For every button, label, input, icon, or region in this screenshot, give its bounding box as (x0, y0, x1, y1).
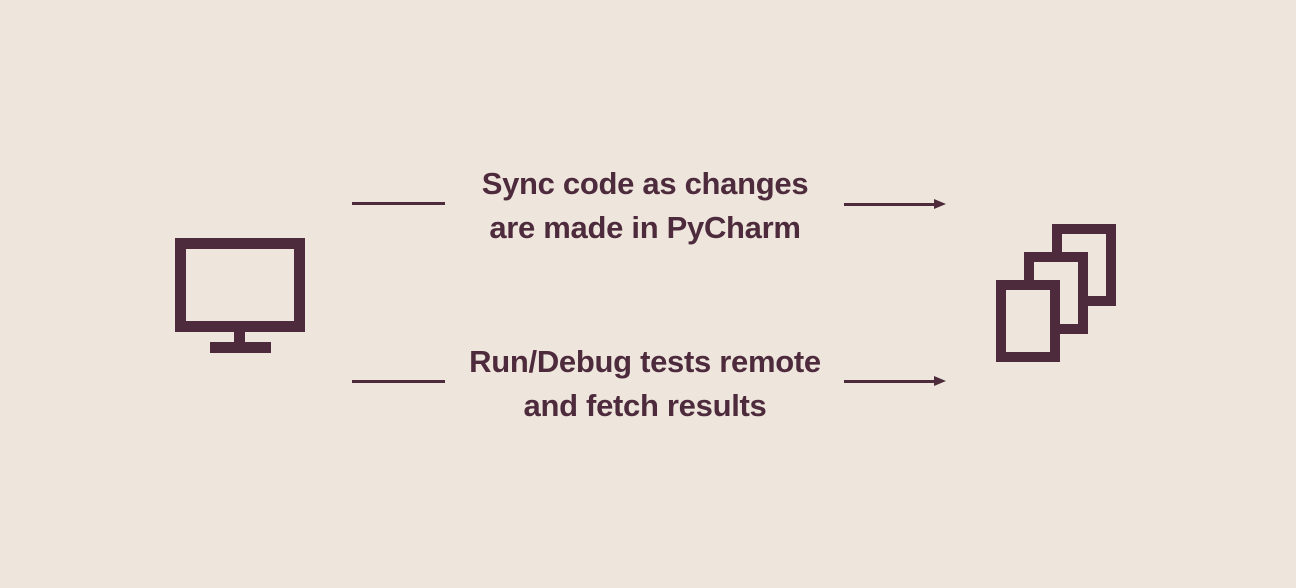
flow-label-run-debug-line1: Run/Debug tests remote (469, 344, 821, 379)
arrowhead-right-icon (934, 199, 946, 209)
flow-label-run-debug-line2: and fetch results (523, 388, 767, 423)
flow-label-run-debug: Run/Debug tests remote and fetch results (395, 340, 895, 428)
arrowhead-right-icon (934, 376, 946, 386)
flow-label-sync-line1: Sync code as changes (481, 166, 809, 201)
connector-segment-left-1 (352, 202, 445, 205)
monitor-screen (175, 238, 305, 332)
flow-label-sync-line2: are made in PyCharm (489, 210, 801, 245)
window-rect-front (996, 280, 1060, 362)
flow-label-sync: Sync code as changes are made in PyCharm (395, 162, 895, 250)
monitor-stand-stem (234, 331, 245, 343)
monitor-stand-base (210, 342, 271, 353)
connector-arrow-line-2 (844, 380, 935, 383)
connector-segment-left-2 (352, 380, 445, 383)
connector-arrow-line-1 (844, 203, 935, 206)
